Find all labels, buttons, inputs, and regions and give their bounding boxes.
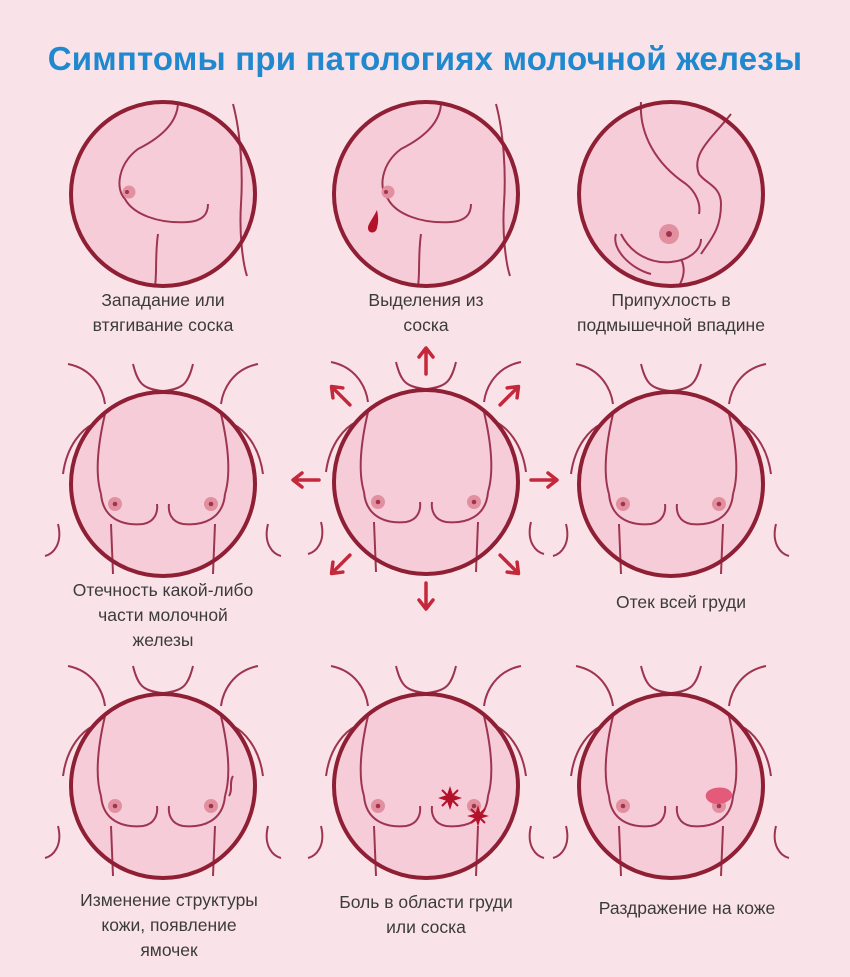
nipple-discharge-illustration (332, 100, 520, 288)
arrow-up-icon (417, 346, 435, 376)
nipple-retraction-illustration (69, 100, 257, 288)
arrow-down-right-icon (493, 548, 526, 581)
partial-swelling-illustration (43, 362, 283, 578)
discharge-drop-icon (368, 210, 379, 233)
arrow-down-icon (417, 581, 435, 611)
center-illustration (306, 360, 546, 576)
arrow-left-icon (291, 471, 321, 489)
irritation-spot-icon (705, 787, 733, 804)
arrow-right-icon (529, 471, 559, 489)
breast-pain-illustration (306, 664, 546, 880)
pain-star-icon (467, 805, 489, 827)
arrow-down-left-icon (324, 548, 357, 581)
label-skin-irritation: Раздражение на коже (598, 898, 776, 918)
axillary-swelling-illustration (577, 100, 765, 288)
page-title: Симптомы при патологиях молочной железы (47, 40, 803, 77)
skin-irritation-illustration (551, 664, 791, 880)
label-whole-breast-edema: Отек всей груди (616, 592, 746, 612)
arrow-up-left-icon (324, 379, 357, 412)
arrow-up-right-icon (493, 379, 526, 412)
pain-star-icon (438, 786, 462, 810)
skin-dimpling-illustration (43, 664, 283, 880)
whole-breast-edema-illustration (551, 362, 791, 578)
